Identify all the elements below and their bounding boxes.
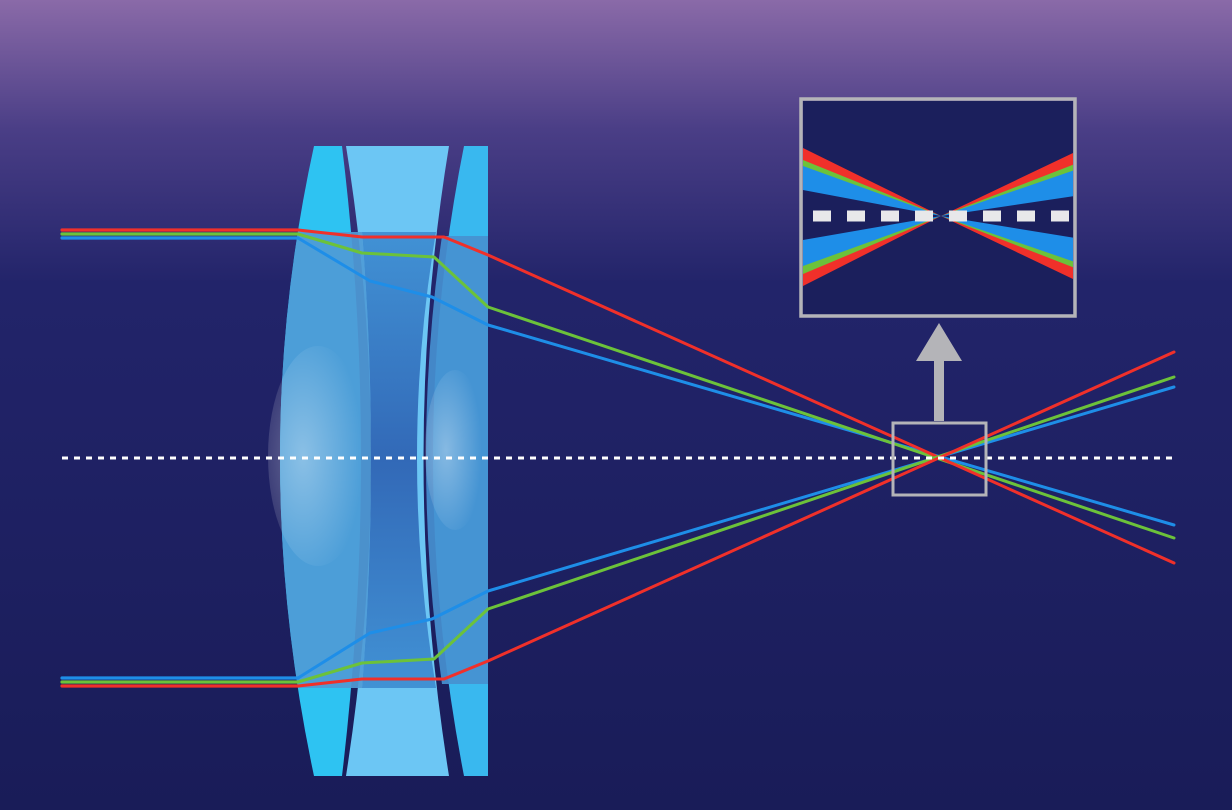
top-red-ray	[296, 228, 1176, 565]
inset-blue-band-bottom	[803, 216, 1073, 266]
bottom-red-ray	[296, 350, 1176, 688]
inset-frame	[799, 97, 1077, 318]
lens-element-2-center	[362, 232, 436, 688]
up-arrow-icon	[916, 323, 962, 361]
refracted-rays	[296, 228, 1176, 688]
inset-blue-band-top	[803, 166, 1073, 216]
inset-background	[803, 101, 1073, 314]
focal-zoom-box	[891, 421, 988, 497]
top-blue-ray	[296, 236, 1176, 527]
lens-highlight-3	[425, 370, 485, 530]
inset-view	[799, 97, 1077, 318]
bottom-green-ray	[296, 375, 1176, 684]
incoming-rays	[60, 228, 300, 688]
lens-highlight-1	[268, 346, 368, 566]
lens-group	[268, 146, 488, 776]
top-green-ray	[296, 232, 1176, 540]
bottom-blue-ray	[296, 385, 1176, 680]
